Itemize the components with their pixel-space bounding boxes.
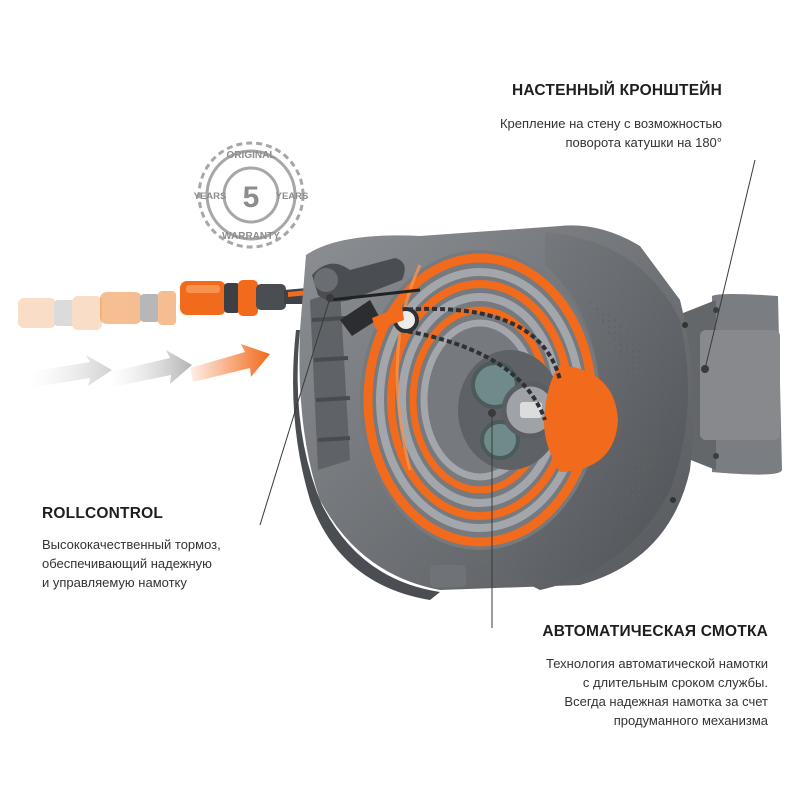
reel-side-cover xyxy=(480,232,688,590)
callout-wall-bracket: НАСТЕННЫЙ КРОНШТЕЙН Крепление на стену с… xyxy=(500,82,722,152)
callout-wall-bracket-text: Крепление на стену с возможностью поворо… xyxy=(500,114,722,152)
motion-arrow-icon xyxy=(30,344,270,388)
ghost-connectors xyxy=(18,296,102,330)
rollcontrol-brake xyxy=(312,258,421,336)
callout-auto-rewind-title: АВТОМАТИЧЕСКАЯ СМОТКА xyxy=(542,623,768,640)
callout-line: продуманного механизма xyxy=(613,713,768,728)
callout-line: Технология автоматической намотки xyxy=(545,656,768,671)
callout-wall-bracket-title: НАСТЕННЫЙ КРОНШТЕЙН xyxy=(512,82,722,99)
callout-line: Высококачественный тормоз, xyxy=(42,537,221,552)
callout-line: с длительным сроком службы. xyxy=(582,675,768,690)
wall-bracket xyxy=(640,294,782,475)
callout-line: обеспечивающий надежную xyxy=(42,556,212,571)
seal-number: 5 xyxy=(243,181,260,214)
warranty-seal-icon: ORIGINAL YEARS 5 YEARS WARRANTY xyxy=(194,141,309,249)
callout-auto-rewind: АВТОМАТИЧЕСКАЯ СМОТКА Технология автомат… xyxy=(542,623,768,730)
callout-line: и управляемую намотку xyxy=(42,575,187,590)
callout-leaders xyxy=(259,159,756,628)
seal-left-text: YEARS xyxy=(194,191,227,202)
callout-rollcontrol: ROLLCONTROL Высококачественный тормоз, о… xyxy=(42,505,221,592)
seal-bottom-text: WARRANTY xyxy=(222,231,280,242)
spring-mechanism xyxy=(393,306,618,472)
callout-line: Крепление на стену с возможностью xyxy=(499,116,722,131)
callout-rollcontrol-title: ROLLCONTROL xyxy=(42,505,164,522)
callout-line: поворота катушки на 180° xyxy=(565,135,722,150)
seal-top-text: ORIGINAL xyxy=(227,150,276,161)
callout-rollcontrol-text: Высококачественный тормоз, обеспечивающи… xyxy=(42,535,221,592)
ghost-connectors-2 xyxy=(100,291,176,325)
callout-line: Всегда надежная намотка за счет xyxy=(564,694,768,709)
seal-right-text: YEARS xyxy=(276,191,309,202)
callout-auto-rewind-text: Технология автоматической намотки с длит… xyxy=(542,654,768,730)
